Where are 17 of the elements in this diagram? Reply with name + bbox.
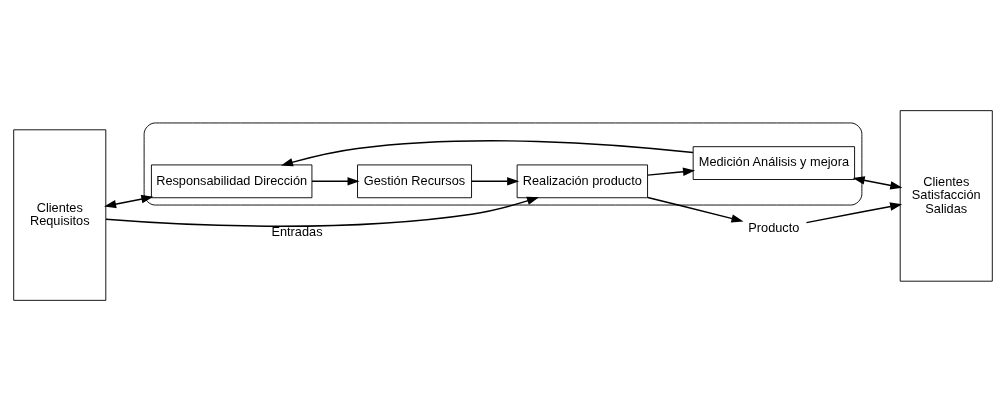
node-box: Medición Análisis y mejora [692,146,856,180]
arrow [647,167,696,176]
arrow [805,202,903,224]
node-box: Realización producto [516,164,648,199]
arrow [647,196,744,223]
arrow [311,177,360,186]
node-box: Clientes Satisfacción Salidas [899,110,993,282]
node-text: Producto [748,220,800,236]
arrow [852,176,903,190]
arrow [105,196,540,227]
arrow [280,140,694,167]
edge-label: Entradas [271,223,323,239]
node-box: Clientes Requisitos [13,129,107,301]
node-box: Responsabilidad Dirección [150,164,313,199]
arrow [104,194,154,209]
arrow [470,177,520,186]
node-box: Gestión Recursos [357,164,472,199]
